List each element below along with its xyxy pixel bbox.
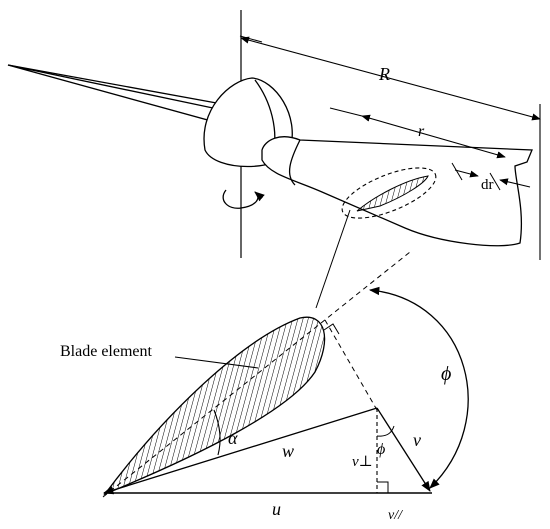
label-u: u [272, 499, 281, 519]
label-blade-element: Blade element [60, 343, 153, 360]
velocity-diagram [102, 251, 469, 498]
alpha-arc [213, 409, 221, 456]
label-w: w [282, 441, 294, 461]
label-R: R [378, 64, 390, 84]
rotation-arrow [222, 189, 265, 209]
blade-element-pointer [174, 356, 259, 369]
label-v-perp: v⊥ [352, 454, 373, 470]
label-alpha: α [228, 428, 238, 448]
airfoil [103, 316, 326, 496]
phi-arc [368, 286, 469, 489]
label-dr: dr [481, 177, 494, 193]
label-phi-top: ϕ [441, 363, 451, 385]
R-dimension [240, 36, 541, 121]
label-phi-inner: ϕ [377, 441, 385, 458]
propeller-drawing [7, 10, 541, 260]
label-v: v [413, 430, 421, 450]
connector-line [315, 209, 351, 309]
r-dimension [361, 114, 506, 159]
label-v-par: v// [388, 508, 403, 523]
w-vector [103, 407, 378, 495]
blade-element-ring [341, 167, 437, 219]
label-r: r [418, 123, 425, 140]
left-blade [7, 64, 234, 123]
phi-inner-arc [376, 425, 395, 437]
dr-dimension [454, 169, 479, 178]
blade-section [356, 175, 429, 212]
